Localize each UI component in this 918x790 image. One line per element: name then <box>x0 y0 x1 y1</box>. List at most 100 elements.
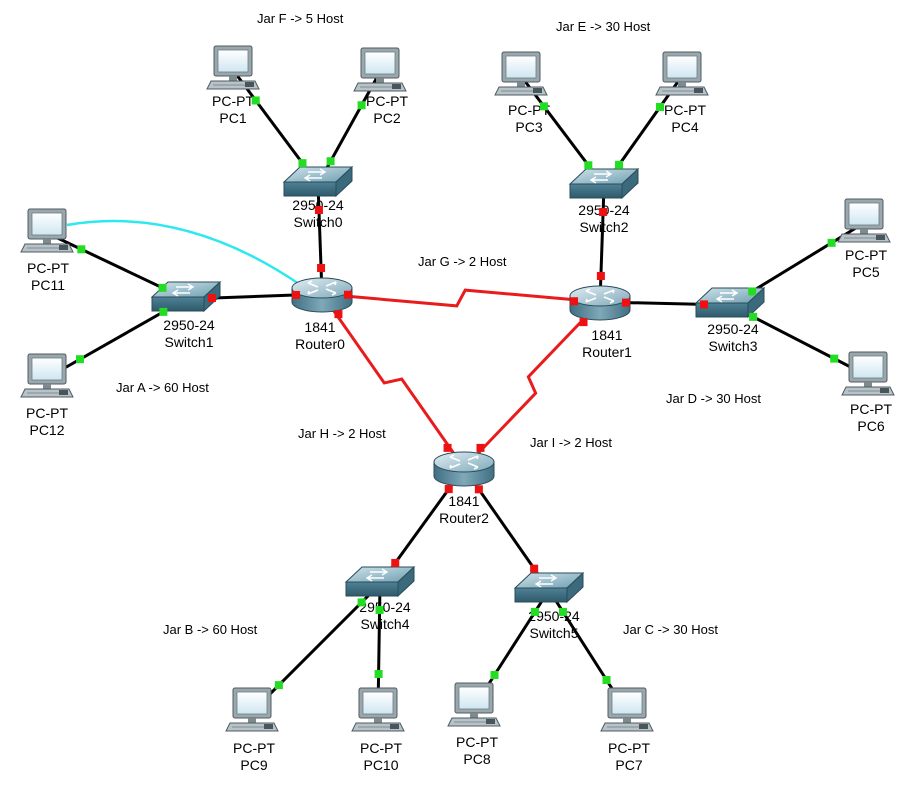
port-up-indicator <box>76 355 85 364</box>
pc-icon <box>20 208 74 253</box>
device-name-label: PC6 <box>857 418 884 434</box>
port-up-indicator <box>251 96 260 105</box>
port-down-indicator <box>476 443 485 452</box>
link-router0-router1[interactable] <box>321 288 601 308</box>
port-up-indicator <box>375 605 384 614</box>
device-model-label: 2950-24 <box>707 321 759 337</box>
device-switch2[interactable]: 2950-24Switch2 <box>569 168 639 235</box>
network-label-jar-b: Jar B -> 60 Host <box>163 622 258 637</box>
port-up-indicator <box>559 607 568 616</box>
pc-icon <box>225 687 279 732</box>
port-down-indicator <box>443 443 452 452</box>
device-model-label: 2950-24 <box>292 197 344 213</box>
network-labels: Jar F -> 5 Host Jar E -> 30 Host Jar G -… <box>116 11 761 637</box>
switch-icon <box>283 166 353 197</box>
device-name-label: Router2 <box>439 510 489 526</box>
link-router0-router2[interactable] <box>320 293 466 469</box>
port-up-indicator <box>159 307 168 316</box>
port-up-indicator <box>827 238 836 247</box>
device-model-label: PC-PT <box>850 401 892 417</box>
switch-icon <box>569 168 639 199</box>
device-name-label: PC8 <box>463 751 490 767</box>
pc-icon <box>353 47 407 92</box>
device-name-label: Router1 <box>582 344 632 360</box>
port-down-indicator <box>343 290 352 299</box>
port-down-indicator <box>700 300 709 309</box>
device-model-label: PC-PT <box>608 740 650 756</box>
port-up-indicator <box>615 160 624 169</box>
port-up-indicator <box>584 161 593 170</box>
device-model-label: PC-PT <box>233 740 275 756</box>
port-up-indicator <box>158 283 167 292</box>
network-label-jar-d: Jar D -> 30 Host <box>666 391 761 406</box>
port-up-indicator <box>357 598 366 607</box>
network-label-jar-a: Jar A -> 60 Host <box>116 380 209 395</box>
device-name-label: PC12 <box>29 422 64 438</box>
device-model-label: PC-PT <box>366 93 408 109</box>
port-up-indicator <box>326 157 335 166</box>
link-switch0-router0[interactable] <box>316 183 324 295</box>
pc-icon <box>447 682 501 727</box>
device-name-label: Switch3 <box>708 338 757 354</box>
port-up-indicator <box>748 287 757 296</box>
device-name-label: PC2 <box>373 110 400 126</box>
device-model-label: PC-PT <box>212 93 254 109</box>
device-model-label: 2950-24 <box>359 599 411 615</box>
device-name-label: PC7 <box>615 757 642 773</box>
pc-icon <box>837 198 891 243</box>
port-up-indicator <box>830 354 839 363</box>
port-down-indicator <box>621 298 630 307</box>
switch-icon <box>345 566 415 597</box>
device-model-label: PC-PT <box>360 740 402 756</box>
link-switch2-router1[interactable] <box>598 185 606 303</box>
port-up-indicator <box>357 101 366 110</box>
device-name-label: Switch5 <box>529 625 578 641</box>
device-model-label: 1841 <box>304 319 335 335</box>
port-up-indicator <box>602 675 611 684</box>
pc-icon <box>655 51 709 96</box>
port-down-indicator <box>530 564 539 573</box>
link-router1-router2[interactable] <box>462 300 602 470</box>
device-name-label: PC5 <box>852 264 879 280</box>
device-name-label: Switch4 <box>360 616 409 632</box>
device-name-label: Switch1 <box>164 334 213 350</box>
device-name-label: PC3 <box>515 119 542 135</box>
device-model-label: PC-PT <box>664 102 706 118</box>
port-up-indicator <box>656 102 665 111</box>
port-down-indicator <box>334 310 343 319</box>
port-down-indicator <box>391 558 400 567</box>
port-down-indicator <box>570 297 579 306</box>
router-icon <box>433 451 495 487</box>
link-pc11-router0[interactable] <box>66 219 303 288</box>
port-up-indicator <box>490 671 499 680</box>
port-up-indicator <box>530 607 539 616</box>
port-down-indicator <box>314 205 323 214</box>
pc-icon <box>20 353 74 398</box>
port-down-indicator <box>317 264 326 273</box>
device-name-label: PC11 <box>31 277 65 293</box>
device-model-label: PC-PT <box>845 247 887 263</box>
device-model-label: PC-PT <box>27 260 69 276</box>
